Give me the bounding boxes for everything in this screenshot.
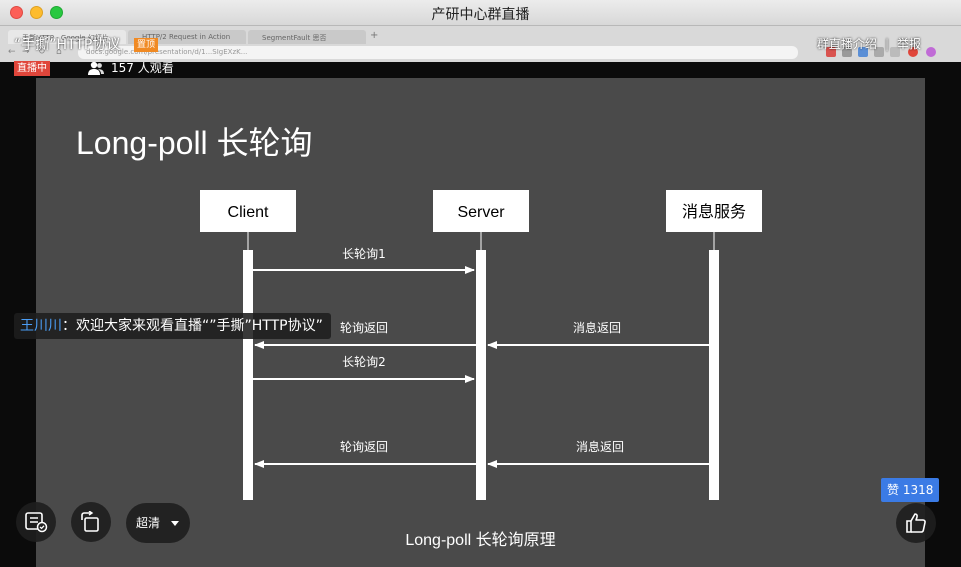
viewers-icon [88, 61, 104, 75]
divider: | [884, 37, 889, 51]
sequence-diagram: Client Server 消息服务 长轮询1 轮询返回 消息返回 长轮询2 轮… [200, 190, 762, 500]
quality-label: 超清 [136, 516, 161, 530]
message-label: 长轮询2 [342, 355, 386, 369]
browser-tab: 手撕HTTP - Google 幻灯片 [8, 30, 126, 44]
home-icon: ⌂ [56, 47, 62, 57]
browser-url-bar: docs.google.com/presentation/d/1...SIgEX… [78, 46, 798, 59]
live-intro-link[interactable]: 群直播介绍 [816, 37, 877, 51]
extension-icon [890, 47, 900, 57]
actor-label: Server [457, 204, 505, 221]
actor-label: Client [228, 204, 269, 221]
quality-selector[interactable]: 超清 [126, 503, 190, 543]
actor-message-service [666, 190, 762, 232]
client-lifeline [243, 250, 253, 500]
viewer-count-text: 157 人观看 [111, 61, 174, 75]
extension-icon [858, 47, 868, 57]
message-label: 长轮询1 [342, 247, 386, 261]
window-title: 产研中心群直播 [431, 7, 530, 23]
actor-client [200, 190, 296, 232]
forward-icon: → [22, 47, 30, 57]
actor-server [433, 190, 529, 232]
close-window-button[interactable] [10, 6, 23, 19]
maximize-window-button[interactable] [50, 6, 63, 19]
window-titlebar: 产研中心群直播 [0, 0, 961, 26]
message-label: 轮询返回 [340, 321, 388, 335]
notes-button[interactable] [16, 502, 56, 542]
extension-icon [908, 47, 918, 57]
message-label: 轮询返回 [340, 440, 388, 454]
shared-browser-chrome: 手撕HTTP - Google 幻灯片 HTTP/2 Request in Ac… [0, 26, 961, 62]
message-label: 消息返回 [573, 320, 621, 335]
profile-icon [926, 47, 936, 57]
chevron-down-icon [171, 521, 179, 526]
document-icon [25, 512, 48, 533]
report-link[interactable]: 举报 [896, 37, 921, 51]
extension-icon [826, 47, 836, 57]
server-lifeline [476, 250, 486, 500]
message-label: 消息返回 [576, 439, 624, 454]
like-button[interactable] [896, 503, 936, 543]
chat-text: ：欢迎大家来观看直播“”手撕”HTTP协议” [62, 318, 323, 334]
reload-icon: ↻ [38, 47, 46, 57]
like-count-badge[interactable]: 赞 1318 [881, 478, 940, 502]
chat-username: 王川川 [20, 318, 62, 334]
slide-caption: Long-poll 长轮询原理 [405, 532, 556, 549]
new-tab-icon: + [370, 30, 379, 41]
live-title: “手撕”HTTP协议 [14, 37, 121, 53]
slide-title: Long-poll 长轮询 [76, 125, 313, 161]
message-service-lifeline [709, 250, 719, 500]
pin-tag: 置顶 [134, 38, 159, 52]
extension-icon [842, 47, 852, 57]
header-links: 群直播介绍 | 举报 [817, 35, 921, 52]
actor-label: 消息服务 [682, 202, 746, 221]
back-icon: ← [8, 47, 16, 57]
rotate-icon [81, 511, 99, 532]
rotate-screen-button[interactable] [71, 502, 111, 542]
viewer-count: 157 人观看 [87, 59, 174, 76]
browser-tab: SegmentFault 思否 [248, 30, 366, 44]
minimize-window-button[interactable] [30, 6, 43, 19]
extension-icon [874, 47, 884, 57]
chat-message: 王川川：欢迎大家来观看直播“”手撕”HTTP协议” [14, 313, 331, 339]
thumbs-up-icon [906, 513, 926, 533]
live-status-badge: 直播中 [14, 61, 50, 76]
